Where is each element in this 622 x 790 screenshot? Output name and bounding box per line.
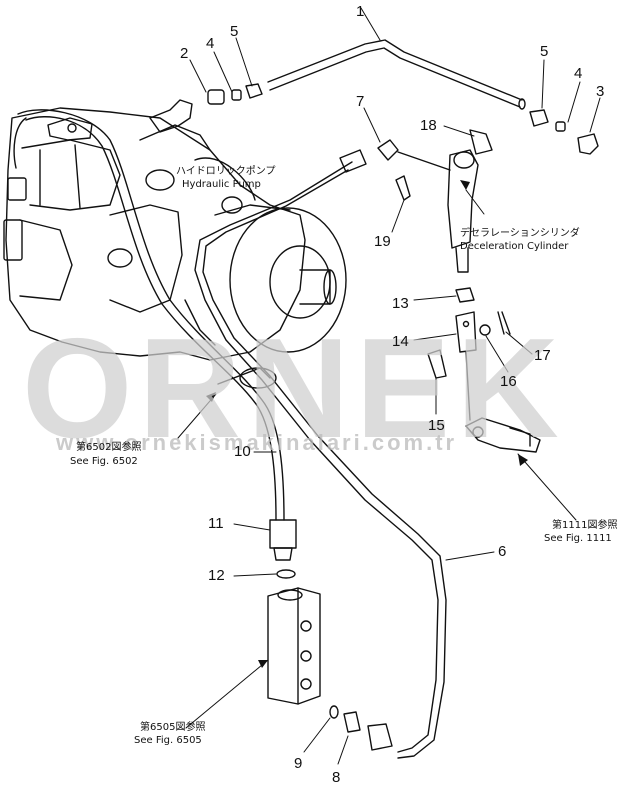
- label-fig1111-jp: 第1111図参照: [552, 520, 618, 531]
- lever-assembly: [465, 417, 541, 453]
- line-part-6: [194, 149, 447, 759]
- arrow-heads: [206, 180, 528, 668]
- callout-part-14: 14: [392, 333, 409, 350]
- callout-part-8: 8: [332, 769, 341, 786]
- callout-part-12: 12: [208, 567, 225, 584]
- callout-part-16: 16: [500, 373, 517, 390]
- pump-flange: [214, 204, 347, 353]
- connector-part-11: [269, 519, 297, 561]
- oring-part-9: [329, 705, 339, 719]
- label-fig6505-jp: 第6505図参照: [140, 722, 206, 733]
- callout-part-13: 13: [392, 295, 409, 312]
- callout-part-19: 19: [374, 233, 391, 250]
- clamp: [217, 367, 277, 389]
- watermark-logo: ORNEK: [22, 309, 565, 468]
- callout-part-3: 3: [596, 83, 605, 100]
- tube-part-1: [267, 39, 526, 110]
- label-fig6505-en: See Fig. 6505: [134, 735, 202, 746]
- callout-part-11: 11: [208, 515, 224, 532]
- callout-part-4: 4: [206, 35, 215, 52]
- callout-part-2: 2: [180, 45, 189, 62]
- top-left-fittings: [149, 83, 263, 133]
- callout-part-5-right: 5: [540, 43, 549, 60]
- callout-part-7: 7: [356, 93, 365, 110]
- callout-part-9: 9: [294, 755, 303, 772]
- deceleration-cylinder: [377, 129, 493, 273]
- callout-part-5: 5: [230, 23, 239, 40]
- right-fittings: [529, 109, 599, 155]
- callout-part-10: 10: [234, 443, 251, 460]
- callout-part-17: 17: [534, 347, 551, 364]
- label-decel-cylinder-en: Deceleration Cylinder: [460, 241, 569, 252]
- callout-part-18: 18: [420, 117, 437, 134]
- callout-part-1: 1: [356, 3, 365, 20]
- fitting-part-8: [343, 711, 393, 751]
- leader-lines: [177, 7, 601, 765]
- hose-part-10: [3, 109, 285, 521]
- watermark-url: www.ornekismakinalari.com.tr: [56, 430, 458, 455]
- callout-part-15: 15: [428, 417, 445, 434]
- label-fig1111-en: See Fig. 1111: [544, 533, 612, 544]
- callout-part-4-right: 4: [574, 65, 583, 82]
- valve-block: [267, 587, 321, 705]
- hydraulic-pump: [5, 107, 306, 361]
- clevis-parts: [427, 287, 511, 421]
- label-hydraulic-pump-jp: ハイドロリックポンプ: [176, 166, 276, 177]
- label-hydraulic-pump-en: Hydraulic Pump: [182, 179, 261, 190]
- callout-part-6: 6: [498, 543, 507, 560]
- label-fig6502-jp: 第6502図参照: [76, 442, 142, 453]
- label-fig6502-en: See Fig. 6502: [70, 456, 138, 467]
- label-decel-cylinder-jp: デセラレーションシリンダ: [460, 228, 580, 239]
- oring-part-12: [276, 569, 296, 579]
